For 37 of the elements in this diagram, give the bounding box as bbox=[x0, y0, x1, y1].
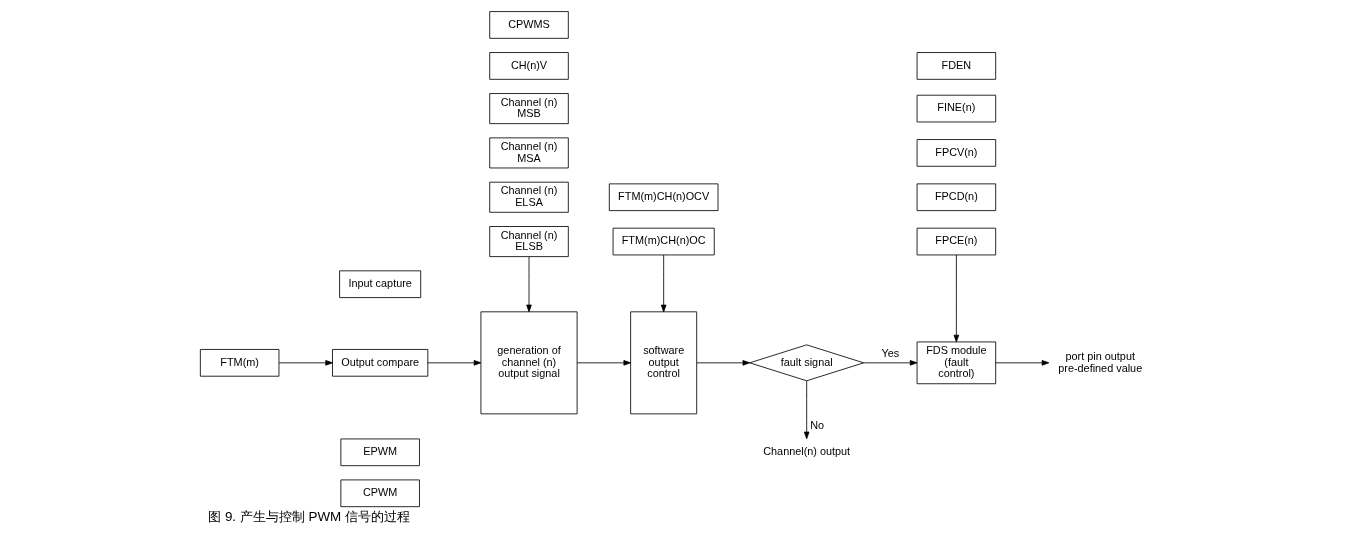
node-box: Output compare bbox=[332, 349, 429, 377]
node-box: Channel (n) ELSA bbox=[489, 181, 569, 213]
arrow bbox=[278, 360, 333, 366]
arrow bbox=[995, 360, 1050, 366]
arrow bbox=[660, 254, 667, 313]
arrow bbox=[576, 360, 631, 366]
node-box: CH(n)V bbox=[489, 52, 569, 80]
edge-label: Yes bbox=[881, 347, 900, 360]
node-box: EPWM bbox=[340, 438, 420, 467]
node-box: FDEN bbox=[916, 52, 997, 80]
arrow bbox=[803, 380, 810, 440]
arrow bbox=[526, 256, 532, 313]
node-box: FTM(m) bbox=[199, 349, 280, 377]
node-box: Channel (n) ELSB bbox=[489, 226, 569, 258]
node-box: FPCD(n) bbox=[916, 183, 997, 212]
node-text: Channel(n) output bbox=[763, 445, 851, 458]
node-box: FTM(m)CH(n)OCV bbox=[608, 183, 719, 212]
node-box: FTM(m)CH(n)OC bbox=[612, 227, 715, 256]
arrow bbox=[696, 360, 751, 366]
node-box: FPCE(n) bbox=[916, 227, 997, 256]
node-box: FDS module (fault control) bbox=[916, 341, 997, 385]
node-box: FINE(n) bbox=[916, 94, 997, 123]
node-box: software output control bbox=[630, 311, 698, 415]
arrow bbox=[863, 360, 918, 366]
node-box: generation of channel (n) output signal bbox=[480, 311, 578, 415]
caption: 图 9. 产生与控制 PWM 信号的过程 bbox=[208, 508, 410, 524]
edge-label: No bbox=[810, 419, 825, 432]
node-box: FPCV(n) bbox=[916, 139, 997, 167]
node-text: port pin output pre-defined value bbox=[1058, 349, 1143, 374]
node-box: Input capture bbox=[339, 270, 422, 299]
arrow bbox=[427, 360, 482, 366]
arrow bbox=[953, 254, 960, 343]
node-box: CPWMS bbox=[489, 11, 569, 39]
node-box: Channel (n) MSB bbox=[489, 93, 569, 125]
node-diamond: fault signal bbox=[749, 344, 865, 382]
node-box: Channel (n) MSA bbox=[489, 137, 569, 169]
node-box: CPWM bbox=[340, 479, 420, 508]
